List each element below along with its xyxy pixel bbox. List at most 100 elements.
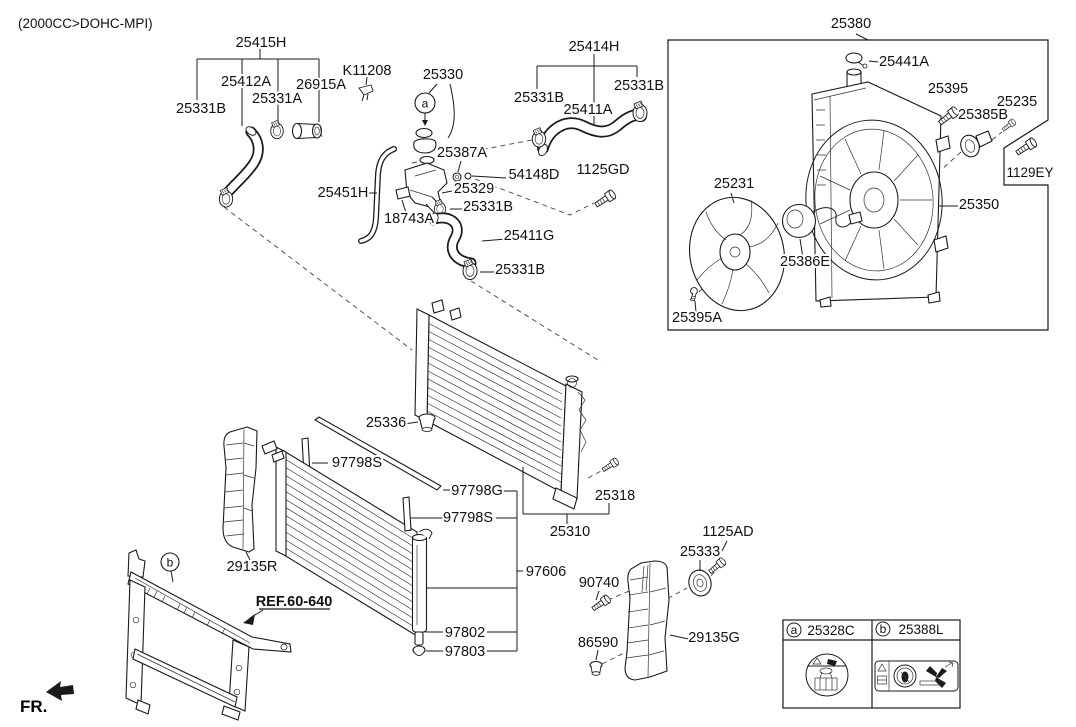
legend-b-letter: b <box>880 622 887 636</box>
part-label-25231[interactable]: 25231 <box>712 174 756 194</box>
part-label-25451H[interactable]: 25451H <box>316 183 371 203</box>
fan-assembly-box <box>667 33 1049 331</box>
thermo-sensor-icon <box>960 130 993 158</box>
part-label-25331B-1[interactable]: 25331B <box>174 99 228 119</box>
part-label-25333[interactable]: 25333 <box>678 542 722 562</box>
part-label-1125GD[interactable]: 1125GD <box>575 160 632 180</box>
part-label-97798S-2[interactable]: 97798S <box>441 508 495 528</box>
o-ring-icon <box>452 172 462 182</box>
reservoir-cap-icon <box>845 52 879 69</box>
part-label-25336[interactable]: 25336 <box>364 413 408 433</box>
legend-cell-a[interactable]: a 25328C <box>786 622 855 697</box>
reservoir-cap-group: a <box>413 83 455 154</box>
part-label-90740[interactable]: 90740 <box>577 573 621 593</box>
part-label-25395A[interactable]: 25395A <box>670 308 724 328</box>
washer-icon <box>464 172 472 180</box>
part-label-25331B-2[interactable]: 25331B <box>512 88 566 108</box>
reference-link-label[interactable]: REF.60-640 <box>254 592 335 612</box>
air-guard-left-icon <box>222 426 258 561</box>
legend-a-part-number[interactable]: 25328C <box>807 623 855 638</box>
drier-cap-icon <box>412 645 426 656</box>
screw-icon <box>690 287 698 301</box>
part-label-25329[interactable]: 25329 <box>452 179 496 199</box>
part-label-25386E[interactable]: 25386E <box>778 252 832 272</box>
part-label-97606[interactable]: 97606 <box>524 562 568 582</box>
part-label-1129EY[interactable]: 1129EY <box>1004 163 1055 182</box>
caution-label-cap-icon <box>805 653 849 697</box>
part-label-25395[interactable]: 25395 <box>926 79 970 99</box>
fr-direction-indicator: FR. <box>20 681 74 716</box>
engine-variant-title: (2000CC>DOHC-MPI) <box>18 16 153 31</box>
part-label-25387A[interactable]: 25387A <box>435 143 489 163</box>
seal-pin-icon <box>402 496 412 532</box>
part-label-25331A[interactable]: 25331A <box>250 89 304 109</box>
reference-link[interactable]: REF.60-640 <box>254 592 335 612</box>
part-label-25411A[interactable]: 25411A <box>562 100 615 120</box>
hose-clamp-icon <box>270 119 284 140</box>
gasket-plate-icon <box>395 186 411 200</box>
part-label-25385B[interactable]: 25385B <box>956 105 1010 125</box>
part-label-25235[interactable]: 25235 <box>995 92 1039 112</box>
part-label-25412A[interactable]: 25412A <box>219 72 273 92</box>
part-label-97798G[interactable]: 97798G <box>449 481 505 501</box>
legend-b-part-number[interactable]: 25388L <box>898 622 944 637</box>
clip-icon <box>358 76 374 102</box>
condenser-group <box>261 416 523 656</box>
part-label-26915A[interactable]: 26915A <box>294 75 348 95</box>
part-label-29135G[interactable]: 29135G <box>686 628 742 648</box>
part-label-18743A[interactable]: 18743A <box>382 209 436 229</box>
mount-flange-icon <box>688 560 712 597</box>
part-label-54148D[interactable]: 54148D <box>507 165 562 185</box>
part-label-25414H[interactable]: 25414H <box>567 37 622 57</box>
part-label-97802[interactable]: 97802 <box>443 623 487 643</box>
part-label-25415H[interactable]: 25415H <box>234 33 289 53</box>
part-label-25331B-4[interactable]: 25331B <box>461 197 515 217</box>
part-label-25310[interactable]: 25310 <box>548 522 592 542</box>
part-label-1125AD[interactable]: 1125AD <box>700 522 755 542</box>
part-label-K11208[interactable]: K11208 <box>341 61 394 81</box>
degas-hose-group <box>358 146 397 244</box>
part-label-25331B-5[interactable]: 25331B <box>493 260 547 280</box>
fr-arrow-icon <box>46 681 74 701</box>
fr-label: FR. <box>20 697 47 716</box>
callout-a-letter: a <box>422 97 429 111</box>
part-label-25330[interactable]: 25330 <box>421 65 465 85</box>
push-clip-icon <box>589 649 603 676</box>
part-label-29135R[interactable]: 29135R <box>225 557 280 577</box>
callout-b-circle[interactable] <box>160 552 180 572</box>
bolt-icon <box>1013 136 1039 158</box>
bolt-icon <box>600 456 621 474</box>
upper-left-hose-group <box>196 48 374 208</box>
part-label-25380[interactable]: 25380 <box>829 14 873 34</box>
part-label-25441A[interactable]: 25441A <box>877 52 931 72</box>
part-label-97798S-1[interactable]: 97798S <box>330 453 384 473</box>
seal-strip-icon <box>314 416 442 491</box>
part-labels: 25415H 25412A 26915A 25331A 25331B K1120… <box>174 14 1056 662</box>
air-guard-right-icon <box>624 560 694 681</box>
hose-clamp-icon <box>632 100 648 122</box>
receiver-drier-icon <box>411 528 433 646</box>
radiator-group <box>403 299 621 524</box>
bolt-icon <box>590 593 612 614</box>
legend-a-letter: a <box>791 623 798 637</box>
part-label-25331B-3[interactable]: 25331B <box>612 76 666 96</box>
part-label-25350[interactable]: 25350 <box>957 195 1001 215</box>
upper-radiator-hose-group <box>531 54 648 210</box>
caution-label-fan-icon <box>874 660 959 692</box>
bolt-icon <box>592 188 618 210</box>
lower-radiator-hose-group <box>428 212 507 280</box>
fan-shroud-icon <box>805 68 958 308</box>
fan-blade-icon <box>688 192 786 312</box>
front-end-carrier-icon: b <box>125 549 292 721</box>
legend-cell-b[interactable]: b 25388L <box>874 621 959 692</box>
fan-motor-icon <box>781 203 863 259</box>
hose-clamp-icon <box>531 127 547 148</box>
part-label-25411G[interactable]: 25411G <box>502 226 557 246</box>
callout-b-letter: b <box>167 556 174 570</box>
radiator-mount-icon <box>418 413 436 432</box>
part-label-86590[interactable]: 86590 <box>576 633 620 653</box>
part-label-25318[interactable]: 25318 <box>593 486 637 506</box>
part-label-97803[interactable]: 97803 <box>443 642 487 662</box>
